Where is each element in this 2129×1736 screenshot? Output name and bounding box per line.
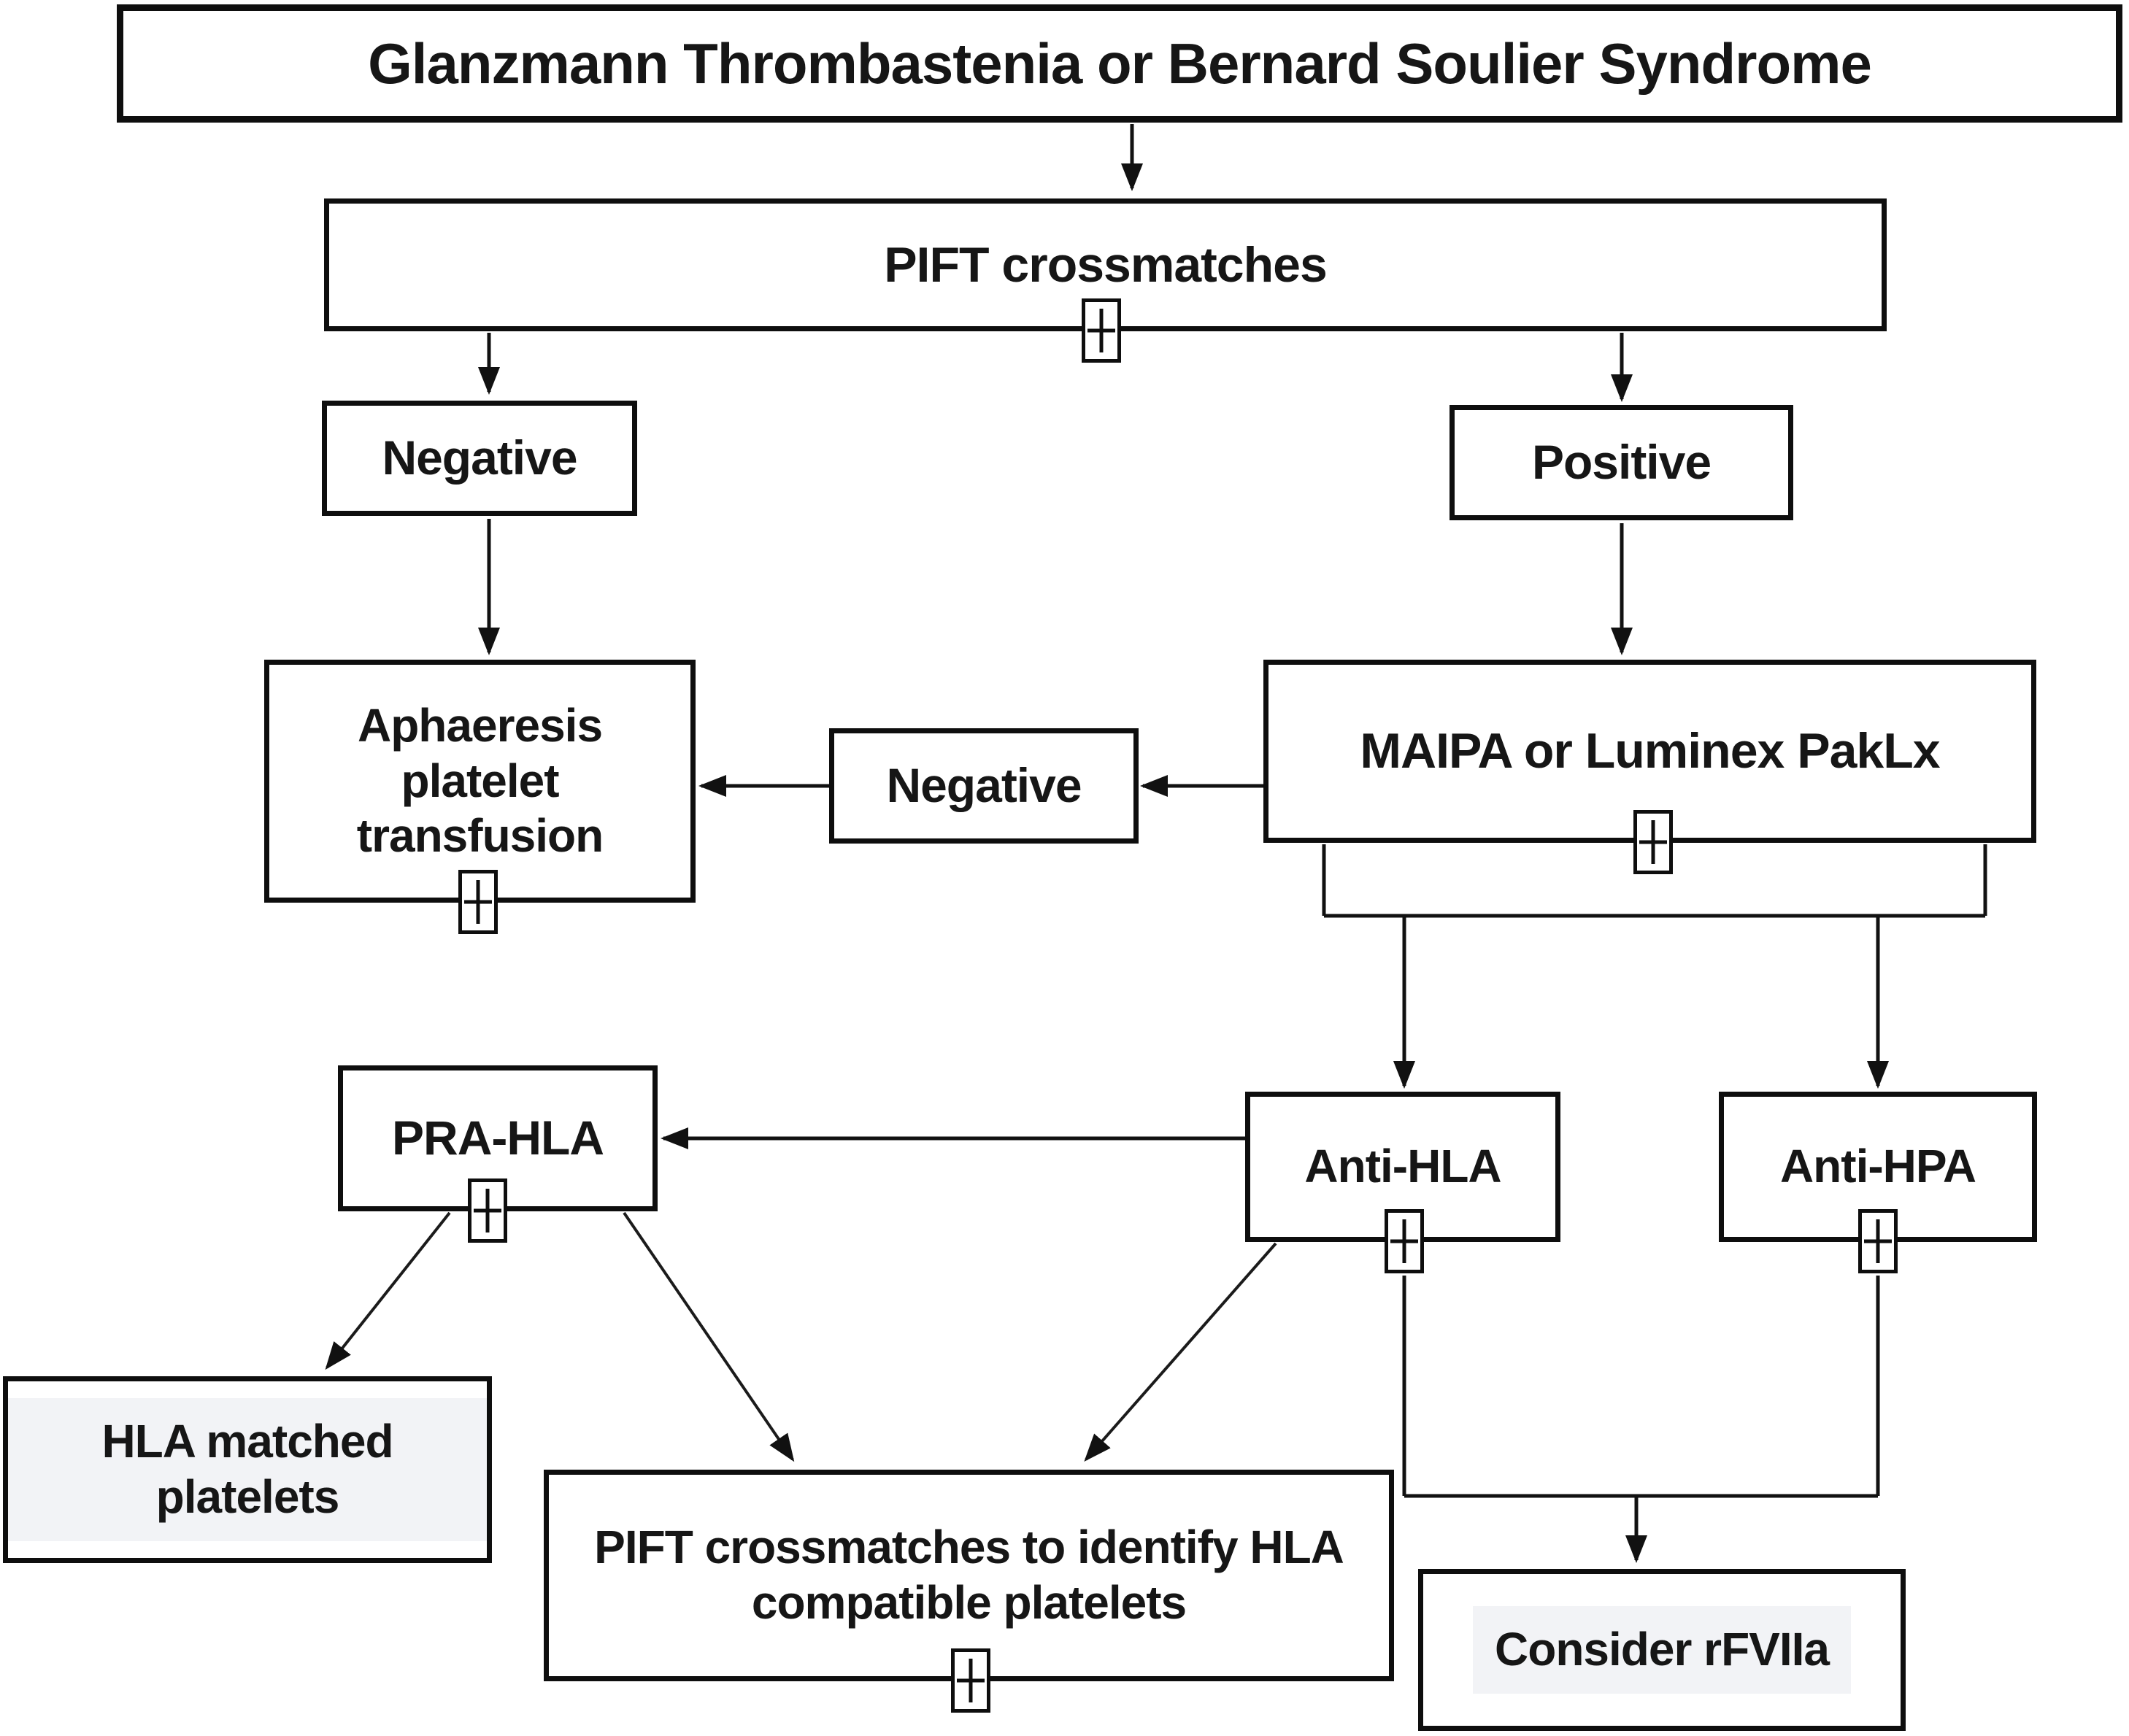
node-title: Glanzmann Thrombastenia or Bernard Souli… [117,4,2122,123]
expand-plus-icon[interactable] [1633,810,1673,874]
node-title-label: Glanzmann Thrombastenia or Bernard Souli… [368,31,1872,96]
node-anti-hla-label: Anti-HLA [1304,1140,1501,1193]
node-pra-hla: PRA-HLA [338,1065,658,1243]
node-positive-label: Positive [1531,435,1712,490]
node-hla-matched-label: HLA matched platelets [8,1398,487,1541]
node-pift-crossmatches-label: PIFT crossmatches [884,236,1328,293]
node-anti-hpa: Anti-HPA [1719,1092,2037,1273]
node-negative-mid-label: Negative [886,758,1082,813]
node-negative-left-label: Negative [382,431,577,485]
expand-plus-icon[interactable] [1385,1209,1424,1273]
node-consider-rfviia: Consider rFVIIa [1418,1569,1906,1731]
node-aphaeresis-label: Aphaeresis platelet transfusion [356,699,604,863]
node-pift-crossmatches: PIFT crossmatches [324,198,1887,363]
node-maipa-label: MAIPA or Luminex PakLx [1360,723,1940,779]
node-positive: Positive [1450,405,1793,520]
node-consider-rfviia-label: Consider rFVIIa [1473,1606,1851,1694]
node-pift-identify-label: PIFT crossmatches to identify HLA compat… [594,1521,1344,1629]
node-anti-hla: Anti-HLA [1245,1092,1560,1273]
expand-plus-icon[interactable] [458,870,498,934]
expand-plus-icon[interactable] [1858,1209,1898,1273]
node-pra-hla-label: PRA-HLA [392,1111,604,1165]
expand-plus-icon[interactable] [1082,298,1121,363]
node-pift-crossmatches-identify: PIFT crossmatches to identify HLA compat… [544,1470,1394,1713]
expand-plus-icon[interactable] [951,1648,990,1713]
node-aphaeresis-platelet-transfusion: Aphaeresis platelet transfusion [264,660,696,934]
node-maipa-or-luminex-paklx: MAIPA or Luminex PakLx [1263,660,2036,874]
node-hla-matched-platelets: HLA matched platelets [3,1376,492,1563]
node-negative-left: Negative [322,401,637,516]
node-anti-hpa-label: Anti-HPA [1779,1140,1976,1193]
expand-plus-icon[interactable] [468,1178,507,1243]
node-negative-mid: Negative [829,728,1139,844]
